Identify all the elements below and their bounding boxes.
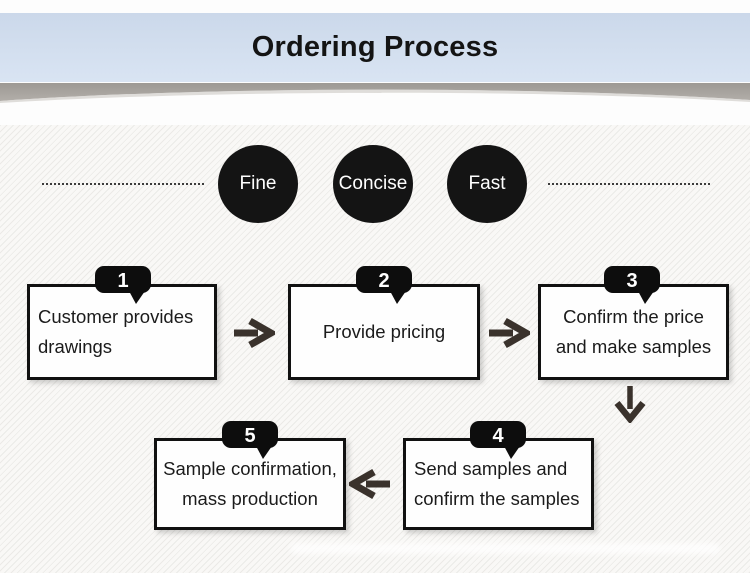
quality-circle-concise: Concise <box>333 145 413 223</box>
page-title: Ordering Process <box>251 31 499 63</box>
step-box-2: Provide pricing <box>288 284 480 380</box>
step-box-1: Customer provides drawings <box>27 284 217 380</box>
arrow-left-step4-step5-icon <box>349 468 390 500</box>
hatched-content-area: Fine Concise Fast Customer provides draw… <box>0 125 750 573</box>
dotted-line-right <box>548 183 712 185</box>
step-1-line-1: Customer provides <box>38 306 194 327</box>
step-2-line-1: Provide pricing <box>322 321 446 342</box>
arrow-right-step1-step2-icon <box>234 317 275 349</box>
step-3-number-badge: 3 <box>604 266 660 304</box>
step-1-line-2: drawings <box>38 336 113 357</box>
step-2-number-badge: 2 <box>356 266 412 304</box>
step-3-number: 3 <box>626 270 637 292</box>
dotted-line-left <box>42 183 205 185</box>
quality-circle-fast: Fast <box>447 145 527 223</box>
step-1-number-badge: 1 <box>95 266 151 304</box>
step-5-number-badge: 5 <box>222 421 278 459</box>
quality-label-fine: Fine <box>239 173 277 194</box>
step-4-number: 4 <box>492 425 504 447</box>
step-5-line-2: mass production <box>182 488 318 509</box>
quality-label-concise: Concise <box>338 173 408 194</box>
step-4-line-2: confirm the samples <box>414 488 580 509</box>
step-4-number-badge: 4 <box>470 421 526 459</box>
step-2-number: 2 <box>378 270 389 292</box>
step-5-number: 5 <box>244 425 255 447</box>
quality-label-fast: Fast <box>468 173 506 194</box>
step-box-3: Confirm the price and make samples <box>538 284 729 380</box>
top-white-strip <box>0 0 750 13</box>
step-3-line-1: Confirm the price <box>563 306 704 327</box>
arrow-right-step2-step3-icon <box>489 317 530 349</box>
quality-circle-fine: Fine <box>218 145 298 223</box>
step-4-line-1: Send samples and <box>414 458 568 479</box>
step-box-4: Send samples and confirm the samples <box>403 438 594 530</box>
step-3-line-2: and make samples <box>555 336 712 357</box>
header-swoosh-shape <box>0 83 750 103</box>
step-5-line-1: Sample confirmation, <box>163 458 337 479</box>
bottom-soft-highlight <box>290 543 720 554</box>
arrow-down-step3-step4-icon <box>614 386 646 423</box>
step-1-number: 1 <box>117 270 128 292</box>
title-band: Ordering Process <box>0 13 750 82</box>
